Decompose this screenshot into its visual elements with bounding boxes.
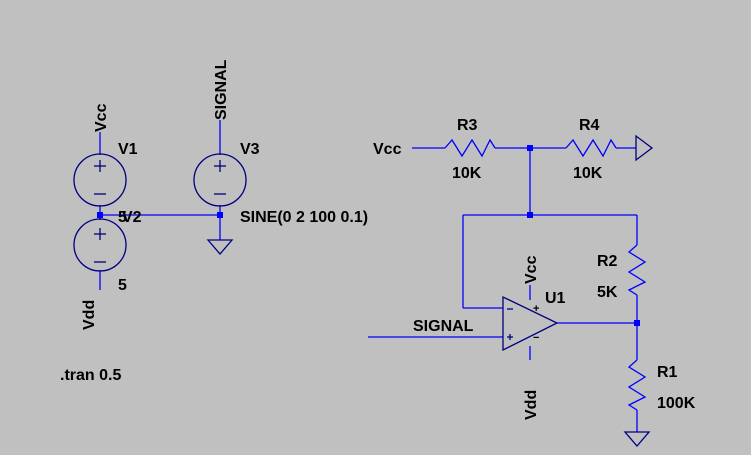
junctions bbox=[97, 145, 640, 326]
net-label-signal-v3[interactable]: SIGNAL bbox=[213, 59, 230, 120]
r1-value[interactable]: 100K bbox=[657, 395, 696, 412]
r4-name[interactable]: R4 bbox=[579, 117, 600, 134]
voltage-source-v3[interactable] bbox=[193, 153, 247, 207]
wires bbox=[99, 120, 638, 432]
ground-icon bbox=[206, 239, 234, 255]
opamp-plus-sign: + bbox=[533, 303, 539, 315]
r2-name[interactable]: R2 bbox=[597, 253, 618, 270]
r4-value[interactable]: 10K bbox=[573, 165, 603, 182]
r2-value[interactable]: 5K bbox=[597, 284, 618, 301]
resistor-r1[interactable] bbox=[627, 359, 647, 411]
net-label-signal-input[interactable]: SIGNAL bbox=[413, 318, 474, 335]
resistor-r3[interactable] bbox=[444, 138, 496, 158]
v1-value[interactable]: 5 bbox=[118, 209, 127, 226]
ground-icon bbox=[623, 431, 651, 447]
junction-output bbox=[634, 320, 640, 326]
junction-v1-v2 bbox=[97, 212, 103, 218]
net-label-vcc-r3[interactable]: Vcc bbox=[373, 141, 402, 158]
net-label-vcc-v1[interactable]: Vcc bbox=[93, 103, 110, 132]
net-label-vcc-u1[interactable]: Vcc bbox=[523, 255, 540, 284]
r1-name[interactable]: R1 bbox=[657, 364, 678, 381]
v2-value[interactable]: 5 bbox=[118, 277, 127, 294]
spice-directive[interactable]: .tran 0.5 bbox=[60, 367, 121, 384]
ground-icon bbox=[635, 134, 654, 162]
v2-name[interactable]: V2 bbox=[122, 209, 142, 226]
u1-name[interactable]: U1 bbox=[545, 290, 566, 307]
junction-v3 bbox=[217, 212, 223, 218]
voltage-source-v1[interactable] bbox=[73, 153, 127, 207]
r3-name[interactable]: R3 bbox=[457, 117, 478, 134]
opamp-u1[interactable]: + − bbox=[502, 295, 559, 352]
v3-value[interactable]: SINE(0 2 100 0.1) bbox=[240, 209, 368, 226]
junction-feedback bbox=[527, 212, 533, 218]
resistor-r2[interactable] bbox=[627, 244, 647, 296]
opamp-minus-sign: − bbox=[533, 332, 539, 344]
net-label-vdd-u1[interactable]: Vdd bbox=[523, 390, 540, 420]
junction-r3-r4 bbox=[527, 145, 533, 151]
resistor-r4[interactable] bbox=[565, 138, 617, 158]
net-label-vdd-v2[interactable]: Vdd bbox=[81, 300, 98, 330]
v1-name[interactable]: V1 bbox=[118, 141, 138, 158]
r3-value[interactable]: 10K bbox=[452, 165, 482, 182]
voltage-source-v2[interactable] bbox=[73, 218, 127, 272]
v3-name[interactable]: V3 bbox=[240, 141, 260, 158]
